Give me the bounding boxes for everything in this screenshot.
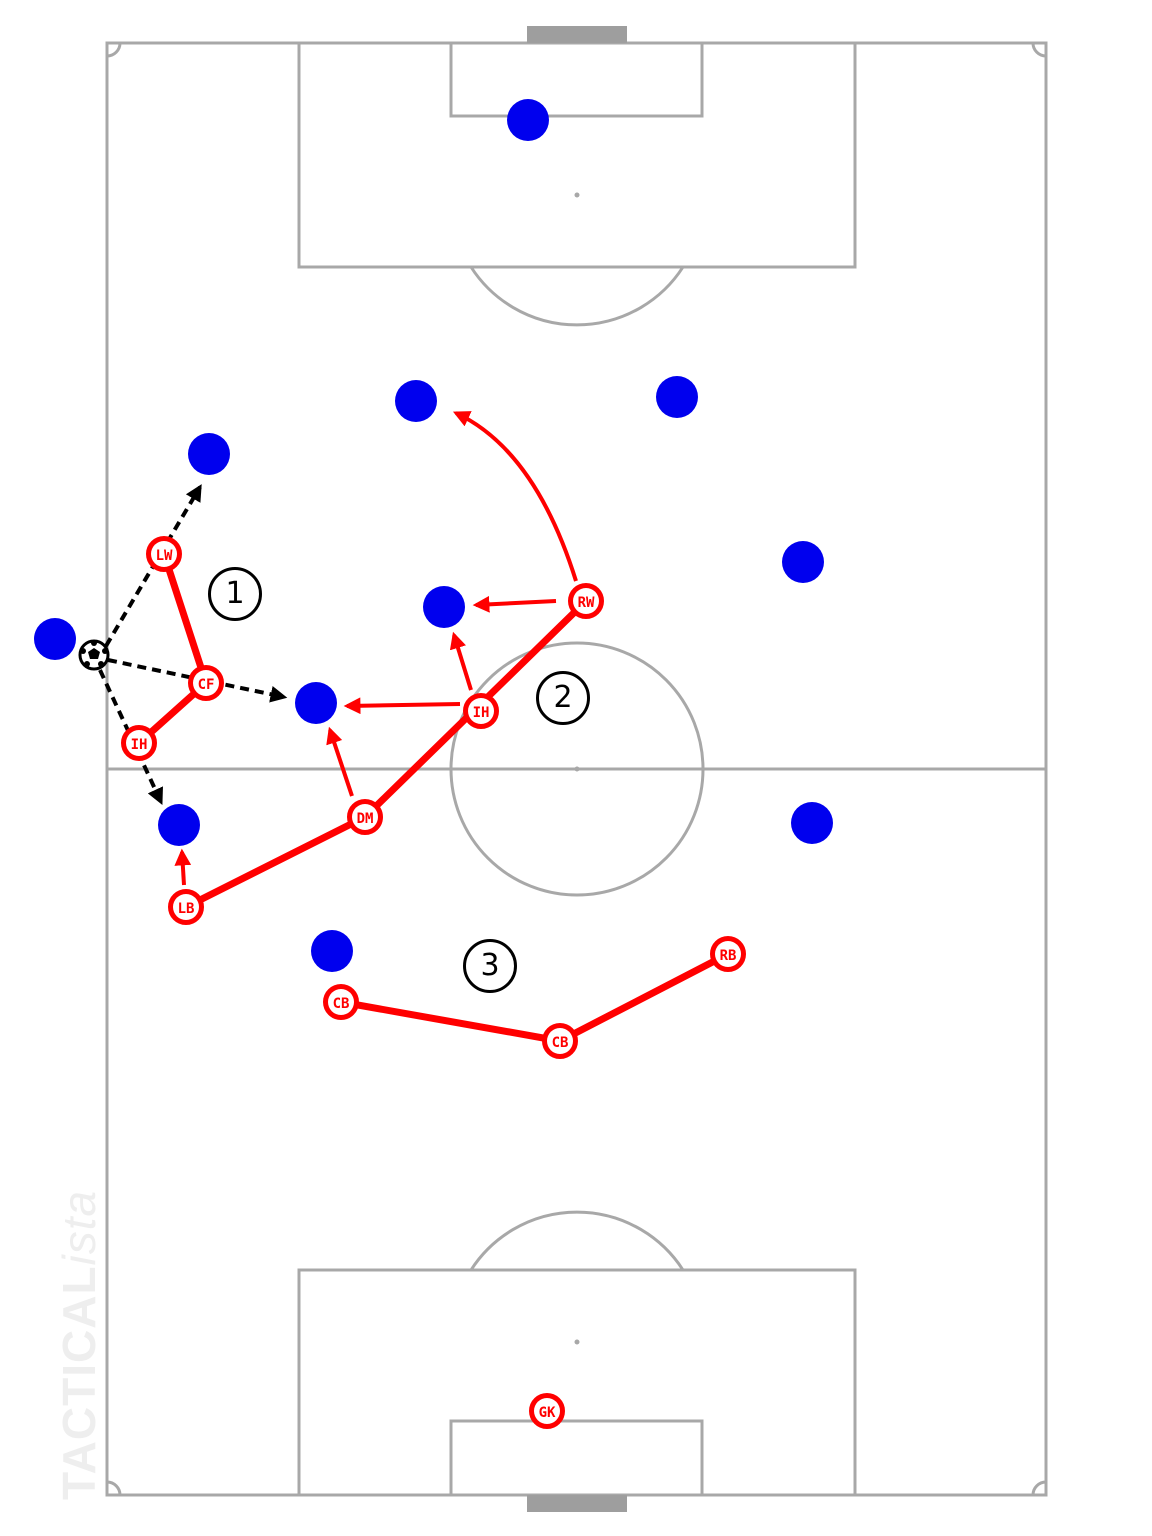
player-dm: DM [347, 799, 383, 835]
corner-arc-bottom-right [1031, 1480, 1047, 1496]
opponent-goalkeeper [507, 99, 549, 141]
bottom-goal-area [449, 1419, 704, 1497]
player-label: CB [333, 996, 350, 1012]
run-arrow-dm [326, 726, 354, 797]
link-lw-cf [160, 550, 210, 687]
opponent-player [295, 682, 337, 724]
opponent-player [782, 541, 824, 583]
team-connections [135, 550, 732, 1045]
soccer-ball-icon [78, 639, 110, 671]
movement-arrows [174, 411, 578, 886]
player-ih-right: IH [463, 693, 499, 729]
run-arrow-rw-curve [452, 411, 578, 582]
player-label: DM [357, 811, 374, 827]
corner-arc-bottom-left [106, 1480, 122, 1496]
player-rb: RB [710, 936, 746, 972]
opponent-player [34, 618, 76, 660]
top-penalty-arc [469, 266, 685, 327]
zone-number: 2 [553, 680, 573, 715]
top-penalty-spot [574, 192, 580, 198]
corner-arc-top-left [106, 42, 122, 58]
bottom-penalty-spot [574, 1339, 580, 1345]
player-lw: LW [146, 536, 182, 572]
opponent-player [188, 433, 230, 475]
bottom-goal [527, 1495, 627, 1512]
watermark-italic: ista [53, 1189, 105, 1266]
player-gk: GK [529, 1393, 565, 1429]
link-cb-rb [556, 950, 732, 1045]
team-players: LW CF IH RW IH DM LB [121, 536, 746, 1429]
run-arrow-rw [472, 595, 557, 613]
player-label: CB [552, 1035, 569, 1051]
player-label: GK [539, 1405, 556, 1421]
link-cb-cb [337, 998, 564, 1045]
player-label: LB [178, 901, 195, 917]
opponent-player [791, 802, 833, 844]
opponent-player [423, 586, 465, 628]
bottom-penalty-area [297, 1268, 857, 1497]
run-arrow-ih-up [449, 631, 473, 691]
player-label: IH [473, 705, 490, 721]
opponents [34, 99, 833, 972]
link-dm-lb [182, 813, 369, 911]
player-rw: RW [568, 583, 604, 619]
opponent-player [158, 804, 200, 846]
center-spot [574, 766, 580, 772]
player-cb-right: CB [542, 1023, 578, 1059]
top-goal [527, 26, 627, 43]
zone-number: 3 [480, 948, 500, 983]
player-label: IH [131, 737, 148, 753]
player-label: RW [578, 595, 595, 611]
player-label: RB [720, 948, 737, 964]
zone-label-2: 2 [536, 671, 590, 725]
bottom-penalty-arc [469, 1210, 685, 1271]
player-ih-left: IH [121, 725, 157, 761]
center-circle [449, 641, 705, 897]
opponent-player [656, 376, 698, 418]
player-label: LW [156, 548, 173, 564]
tacticalista-watermark: TACTICALista [52, 1190, 106, 1500]
zone-label-3: 3 [463, 939, 517, 993]
top-penalty-area [297, 41, 857, 269]
corner-arc-top-right [1031, 42, 1047, 58]
run-arrow-lb [174, 848, 192, 886]
opponent-player [395, 380, 437, 422]
opponent-player [311, 930, 353, 972]
player-lb: LB [168, 889, 204, 925]
pass-arrow-to-deep-left [98, 669, 163, 806]
player-label: CF [198, 677, 215, 693]
watermark-bold: TACTICAL [53, 1265, 105, 1500]
zone-label-1: 1 [208, 567, 262, 621]
player-cf: CF [188, 665, 224, 701]
top-goal-area [449, 41, 704, 118]
zone-number: 1 [225, 576, 245, 611]
player-cb-left: CB [323, 984, 359, 1020]
run-arrow-ih-left [343, 697, 461, 715]
